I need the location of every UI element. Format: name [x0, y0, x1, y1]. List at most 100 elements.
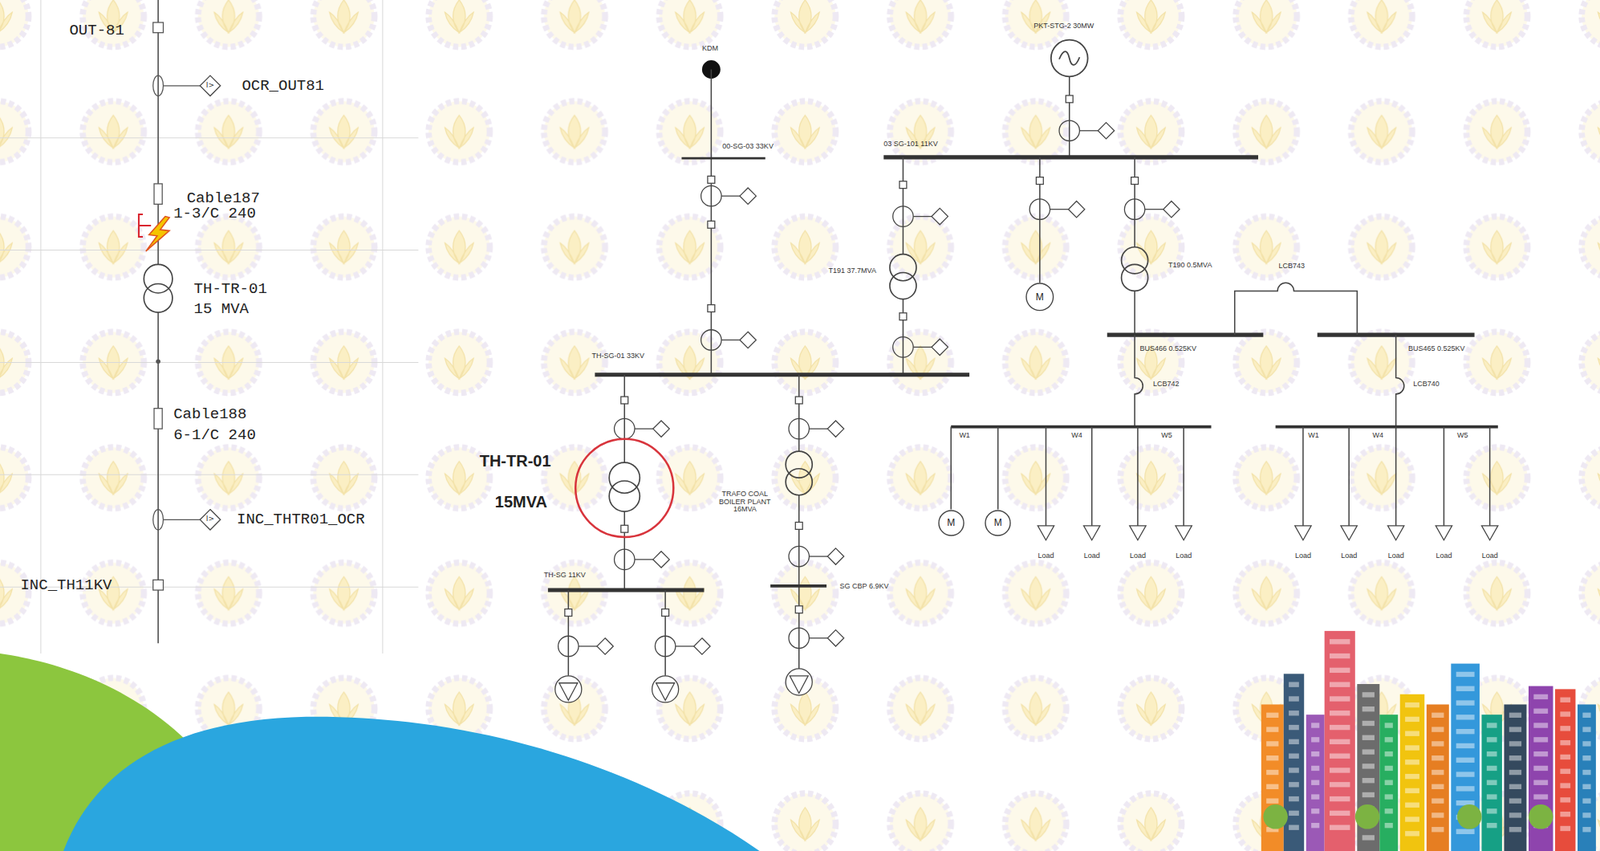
wire: [1045, 426, 1048, 526]
city-window: [1329, 810, 1350, 816]
wire: [1068, 76, 1071, 157]
city-window: [1329, 767, 1350, 772]
city-window: [1533, 708, 1548, 714]
bus-label: Load: [1037, 552, 1054, 561]
city-window: [1311, 765, 1320, 771]
load-symbol: [1129, 525, 1146, 541]
bus-label: W4: [1372, 431, 1384, 440]
pump-motor: [559, 682, 578, 701]
city-window: [1431, 740, 1444, 746]
load-symbol: [1295, 525, 1312, 541]
pump-motor: [789, 675, 809, 694]
wire: [770, 584, 827, 588]
wire: [0, 474, 419, 476]
city-window: [1384, 722, 1393, 727]
city-window: [1329, 710, 1350, 715]
city-window: [1288, 753, 1300, 759]
city-window: [1582, 755, 1591, 760]
current-transformer: [893, 206, 914, 227]
city-window: [1405, 730, 1420, 736]
city-window: [1509, 712, 1522, 718]
junction: [155, 358, 161, 364]
element-label: INC_THTR01_OCR: [236, 511, 366, 528]
relay-symbol-text: I>: [206, 81, 215, 90]
city-window: [1266, 712, 1279, 718]
relay-diamond: [1097, 122, 1114, 139]
city-window: [1288, 710, 1300, 715]
city-window: [1288, 767, 1300, 772]
city-window: [1456, 828, 1475, 834]
motor-letter: M: [1035, 291, 1044, 303]
breaker: [707, 304, 715, 313]
city-window: [1405, 830, 1420, 836]
city-window: [1582, 769, 1591, 775]
current-transformer: [701, 329, 722, 350]
wire: [1133, 157, 1136, 248]
city-window: [1329, 667, 1350, 673]
bus-label: LCB742: [1153, 380, 1180, 389]
element-label: Cable187: [186, 190, 260, 208]
city-window: [1362, 720, 1375, 726]
breaker: [564, 609, 573, 617]
city-tree: [1262, 804, 1288, 829]
city-window: [1582, 740, 1591, 746]
city-window: [1329, 724, 1350, 730]
city-window: [1509, 726, 1522, 731]
wire: [594, 372, 970, 377]
wire: [1091, 426, 1093, 526]
bus-label: BUS465 0.525KV: [1408, 345, 1466, 354]
city-window: [1384, 751, 1393, 756]
city-window: [1431, 726, 1444, 731]
city-window: [1288, 724, 1300, 730]
wire: [0, 361, 419, 363]
city-window: [1486, 822, 1498, 828]
city-window: [1266, 783, 1279, 789]
city-window: [1384, 808, 1393, 813]
current-transformer: [788, 627, 809, 648]
city-window: [1362, 706, 1375, 711]
city-window: [1456, 699, 1475, 705]
current-transformer: [153, 509, 164, 530]
fault-symbol: [146, 216, 170, 252]
city-window: [1329, 824, 1350, 830]
wire: [634, 427, 654, 429]
city-window: [1559, 782, 1571, 788]
city-window: [1509, 797, 1522, 803]
bus-label: TH-SG-01 33KV: [592, 352, 646, 361]
breaker: [621, 524, 629, 532]
breaker-lv: [1396, 334, 1405, 427]
element-label: 1-3/C 240: [173, 205, 256, 223]
relay-diamond: [827, 420, 844, 437]
wire: [808, 555, 828, 557]
element-label: 15 MVA: [194, 300, 249, 318]
highlight-ring: [575, 438, 674, 537]
motor-circle: M: [984, 509, 1012, 537]
city-window: [1266, 797, 1279, 803]
city-window: [1288, 781, 1300, 787]
motor-letter: M: [946, 516, 955, 528]
current-transformer: [788, 418, 809, 439]
motor-circle: M: [1025, 282, 1055, 312]
city-window: [1456, 728, 1475, 734]
city-window: [1559, 825, 1571, 831]
bus-label: TRAFO COAL BOILER PLANT 16MVA: [714, 490, 775, 515]
bus-terminal: [153, 579, 164, 590]
city-window: [1559, 768, 1571, 774]
breaker: [1035, 177, 1044, 185]
bus-label: 00-SG-03 33KV: [722, 142, 774, 151]
breaker: [1131, 177, 1139, 185]
bus-label: W1: [958, 431, 971, 440]
element-label: TH-TR-01: [194, 280, 268, 298]
city-window: [1329, 695, 1350, 701]
city-window: [1405, 816, 1420, 821]
wire: [634, 558, 654, 560]
wire: [578, 645, 597, 646]
load-symbol: [1084, 525, 1101, 541]
city-window: [1509, 826, 1522, 832]
city-window: [1533, 765, 1548, 771]
current-transformer: [614, 548, 635, 569]
city-building: [1426, 703, 1450, 851]
load-symbol: [1481, 525, 1498, 541]
